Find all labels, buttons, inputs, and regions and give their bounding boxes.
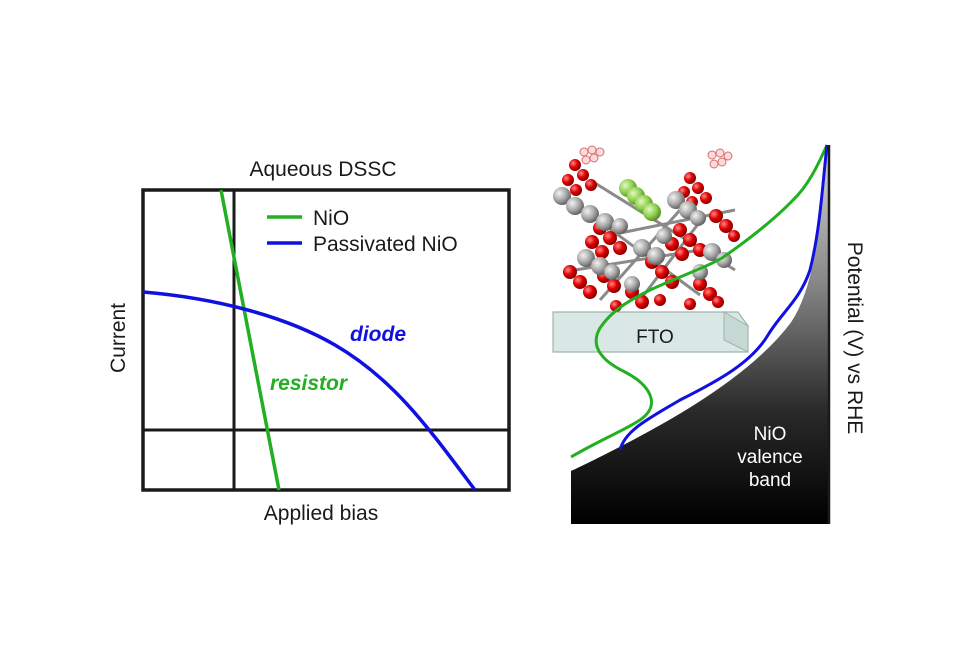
dopant-atoms xyxy=(619,179,661,221)
y-axis-label: Current xyxy=(107,303,130,373)
legend: NiO Passivated NiO xyxy=(267,207,458,256)
potential-axis-label: Potential (V) vs RHE xyxy=(843,242,866,435)
fto-side-face xyxy=(723,311,749,353)
x-axis-label: Applied bias xyxy=(264,502,378,525)
nio-dos-curve xyxy=(570,144,829,459)
fto-substrate: FTO xyxy=(552,311,750,353)
band-label-line3: band xyxy=(749,470,791,491)
band-diagram: FTO xyxy=(552,144,866,524)
nickel-atoms xyxy=(553,187,732,292)
plot-title: Aqueous DSSC xyxy=(249,158,396,181)
nio-curve xyxy=(219,189,281,491)
nio-lattice xyxy=(553,145,740,312)
band-label-line1: NiO xyxy=(754,424,787,445)
passivated-dos-curve xyxy=(618,144,829,451)
fto-label: FTO xyxy=(636,327,674,348)
legend-label-passivated: Passivated NiO xyxy=(313,233,458,256)
diode-annotation: diode xyxy=(350,323,406,346)
resistor-annotation: resistor xyxy=(270,372,349,395)
band-label-line2: valence xyxy=(737,447,803,468)
legend-label-nio: NiO xyxy=(313,207,349,230)
hydrogen-atoms xyxy=(579,145,733,169)
passivated-nio-curve xyxy=(142,290,477,492)
jv-plot: Aqueous DSSC NiO Passivated NiO diode re… xyxy=(107,158,511,525)
valence-band-fill xyxy=(571,145,829,524)
